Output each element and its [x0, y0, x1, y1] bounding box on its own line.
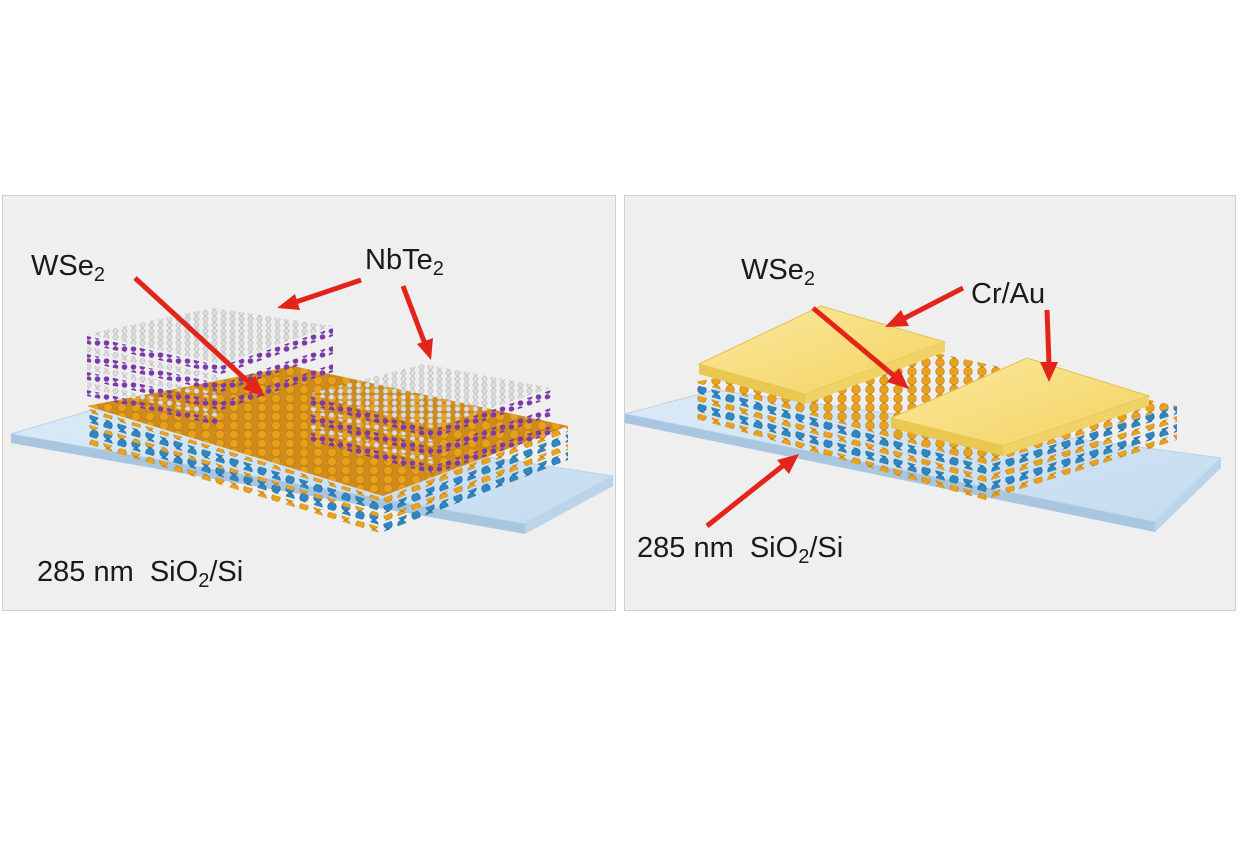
- crau-device-illustration: [625, 285, 1223, 532]
- label-wse2: WSe2: [741, 254, 815, 290]
- arrow-wse2: [811, 306, 909, 389]
- label-crau: Cr/Au: [971, 278, 1046, 310]
- label-substrate: 285 nm SiO2/Si: [637, 532, 844, 568]
- arrow-nbte2-left: [277, 277, 362, 310]
- arrow-substrate: [705, 454, 799, 528]
- label-nbte2: NbTe2: [365, 244, 444, 280]
- crau-pad-right: [889, 357, 1151, 456]
- label-wse2: WSe2: [31, 250, 105, 286]
- panel-crau-device: WSe2 Cr/Au 285 nm SiO2/Si: [624, 195, 1236, 611]
- arrow-nbte2-right: [400, 285, 433, 360]
- arrow-crau-right: [1040, 309, 1058, 382]
- arrow-wse2: [133, 276, 265, 397]
- arrow-crau-left: [885, 285, 965, 327]
- panel-nbte2-device: WSe2 NbTe2 285 nm SiO2/Si: [2, 195, 616, 611]
- crau-pad-left: [697, 305, 947, 404]
- nbte2-flake-left: [87, 308, 333, 426]
- nbte2-flake-right: [308, 364, 551, 474]
- nbte2-device-illustration: [10, 276, 615, 534]
- label-substrate: 285 nm SiO2/Si: [37, 556, 244, 592]
